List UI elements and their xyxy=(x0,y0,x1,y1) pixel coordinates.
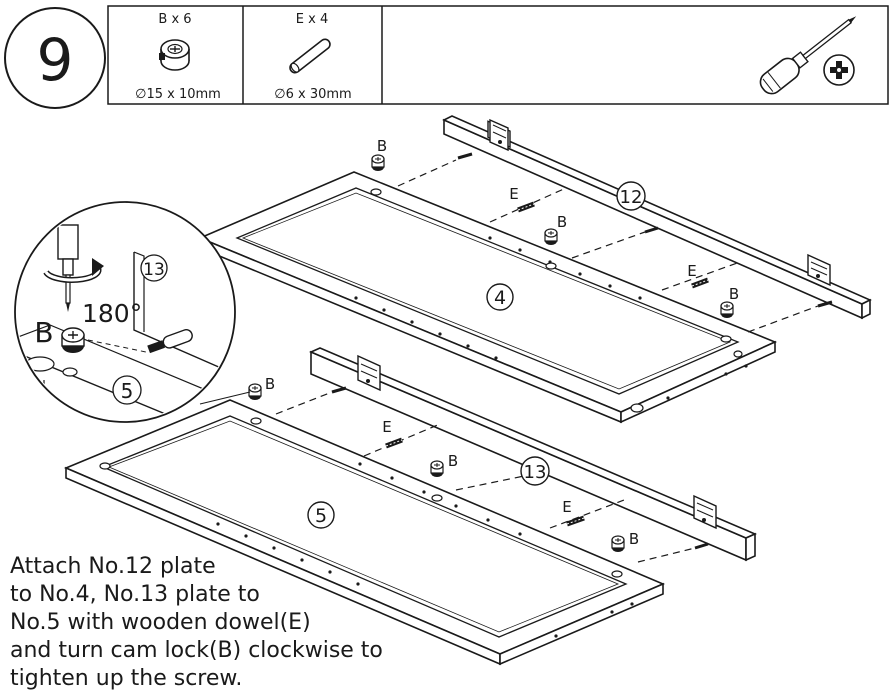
part-cell-e: E x 4 ∅6 x 30mm xyxy=(274,12,351,102)
marker-b: B xyxy=(448,452,458,470)
step-number: 9 xyxy=(37,26,74,94)
bracket xyxy=(357,354,381,392)
marker-e: E xyxy=(562,498,571,516)
marker-b: B xyxy=(629,530,639,548)
part-e-label: E x 4 xyxy=(296,12,328,27)
rotate-clockwise-icon xyxy=(43,258,104,283)
plate-12-number: 12 xyxy=(620,187,643,208)
marker-b: B xyxy=(729,285,739,303)
marker-e: E xyxy=(509,185,518,203)
bracket xyxy=(693,494,717,530)
cam-lock-icon xyxy=(720,301,734,318)
plate-13: 13 xyxy=(308,347,758,562)
cam-lock-icon xyxy=(371,154,385,171)
panel-4-callout: 4 xyxy=(486,283,514,311)
part-cell-b: B x 6 ∅15 x 10mm xyxy=(135,12,221,102)
plate-13-number: 13 xyxy=(524,462,547,483)
parts-table: B x 6 ∅15 x 10mm E x 4 ∅6 x 30mm xyxy=(107,5,889,105)
marker-b: B xyxy=(557,213,567,231)
plate-12: 12 xyxy=(442,115,872,320)
instruction-line: Attach No.12 plate xyxy=(10,554,216,579)
detail-panel-callout: 5 xyxy=(112,375,142,405)
panel-4-number: 4 xyxy=(494,287,506,309)
detail-panel-number: 5 xyxy=(121,379,134,403)
panel-5: 5 xyxy=(63,399,666,666)
marker-b: B xyxy=(377,137,387,155)
cam-lock-icon xyxy=(159,39,190,71)
phillips-head-icon xyxy=(823,54,855,86)
wooden-dowel-icon xyxy=(517,201,709,289)
cam-lock-icon xyxy=(61,327,85,353)
panel-5-callout: 5 xyxy=(307,501,335,529)
cam-screw-icon xyxy=(147,329,193,354)
plate-12-callout: 12 xyxy=(616,181,646,211)
step-badge: 9 xyxy=(4,7,106,109)
cam-lock-icon xyxy=(544,228,558,245)
phillips-screwdriver-icon xyxy=(57,224,79,312)
detail-callout: B 180° 13 5 xyxy=(14,201,251,423)
cam-lock-icon xyxy=(611,535,625,552)
upper-hardware: B B B E E xyxy=(371,137,739,318)
lower-hardware: B B B E E xyxy=(248,375,639,552)
detail-plate-number: 13 xyxy=(143,260,165,280)
wooden-dowel-icon xyxy=(289,38,331,74)
cam-lock-icon xyxy=(430,460,444,477)
bracket xyxy=(807,253,831,287)
detail-rotation: 180° xyxy=(82,299,142,328)
phillips-screwdriver-icon xyxy=(759,16,857,95)
part-e-size: ∅6 x 30mm xyxy=(274,87,351,102)
part-b-label: B x 6 xyxy=(158,12,191,27)
panel-5-number: 5 xyxy=(315,505,327,527)
instruction-line: and turn cam lock(B) clockwise to xyxy=(10,638,383,663)
marker-b: B xyxy=(265,375,275,393)
instruction-line: tighten up the screw. xyxy=(10,666,243,691)
panel-4: 4 xyxy=(197,171,778,424)
plate-13-callout: 13 xyxy=(520,456,550,486)
instruction-line: No.5 with wooden dowel(E) xyxy=(10,610,311,635)
detail-part-label: B xyxy=(34,316,53,349)
instruction-line: to No.4, No.13 plate to xyxy=(10,582,260,607)
wooden-dowel-icon xyxy=(385,437,585,527)
part-b-size: ∅15 x 10mm xyxy=(135,87,221,102)
instruction-text: Attach No.12 plate to No.4, No.13 plate … xyxy=(10,553,430,693)
cam-lock-icon xyxy=(248,383,262,400)
assembly-diagram: 9 B x 6 ∅15 x 10mm E x 4 xyxy=(4,5,889,666)
bracket xyxy=(487,118,511,152)
detail-plate-callout: 13 xyxy=(140,254,168,282)
marker-e: E xyxy=(687,262,696,280)
marker-e: E xyxy=(382,418,391,436)
